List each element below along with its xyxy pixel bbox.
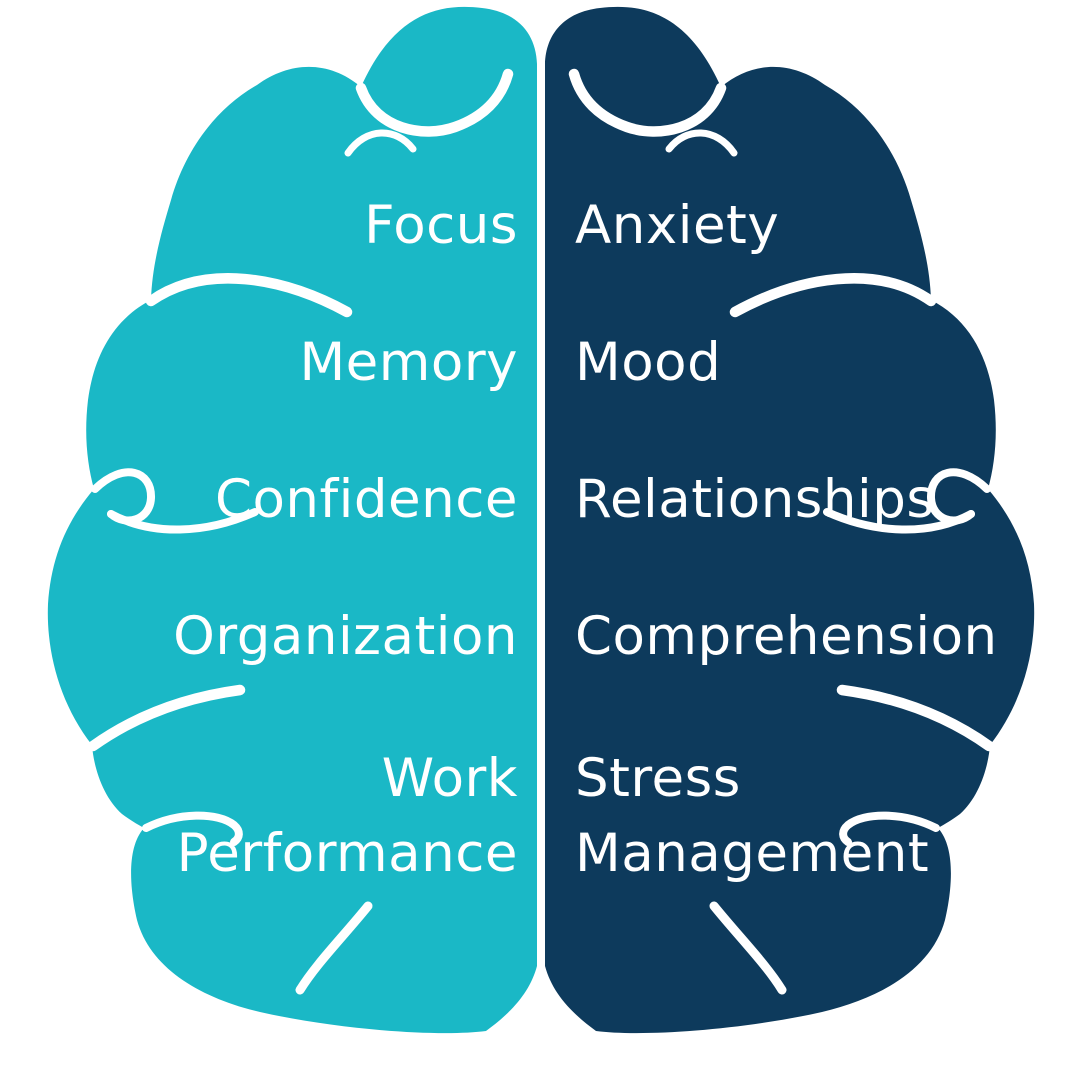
brain-fold-line bbox=[344, 129, 417, 157]
label-focus: Focus bbox=[364, 195, 518, 256]
label-anxiety: Anxiety bbox=[575, 195, 780, 256]
brain-fold-line bbox=[729, 273, 937, 318]
brain-fold-line bbox=[823, 508, 975, 534]
brain-fold-line bbox=[107, 508, 259, 534]
right-hemisphere bbox=[545, 6, 1035, 1034]
brain-fold-line bbox=[355, 68, 514, 137]
label-work-performance: Work Performance bbox=[176, 748, 518, 884]
right-hemisphere-shape bbox=[545, 6, 1035, 1034]
brain-fold-line bbox=[87, 684, 246, 752]
left-hemisphere-shape bbox=[47, 6, 537, 1034]
brain-fold-line bbox=[836, 684, 995, 752]
brain-fold-line bbox=[665, 129, 738, 157]
label-stress-management: Stress Management bbox=[575, 748, 930, 884]
label-relationships: Relationships bbox=[575, 469, 935, 530]
label-comprehension: Comprehension bbox=[575, 606, 998, 667]
brain-fold-line bbox=[145, 273, 353, 318]
brain-fold-line bbox=[295, 901, 373, 995]
label-mood: Mood bbox=[575, 332, 722, 393]
brain-fold-line bbox=[568, 68, 727, 137]
brain-fold-line bbox=[142, 811, 243, 846]
brain-fold-line bbox=[839, 811, 940, 846]
label-confidence: Confidence bbox=[215, 469, 518, 530]
label-memory: Memory bbox=[299, 332, 518, 393]
brain-fold-line bbox=[709, 901, 787, 995]
label-organization: Organization bbox=[173, 606, 518, 667]
left-hemisphere bbox=[47, 6, 537, 1034]
